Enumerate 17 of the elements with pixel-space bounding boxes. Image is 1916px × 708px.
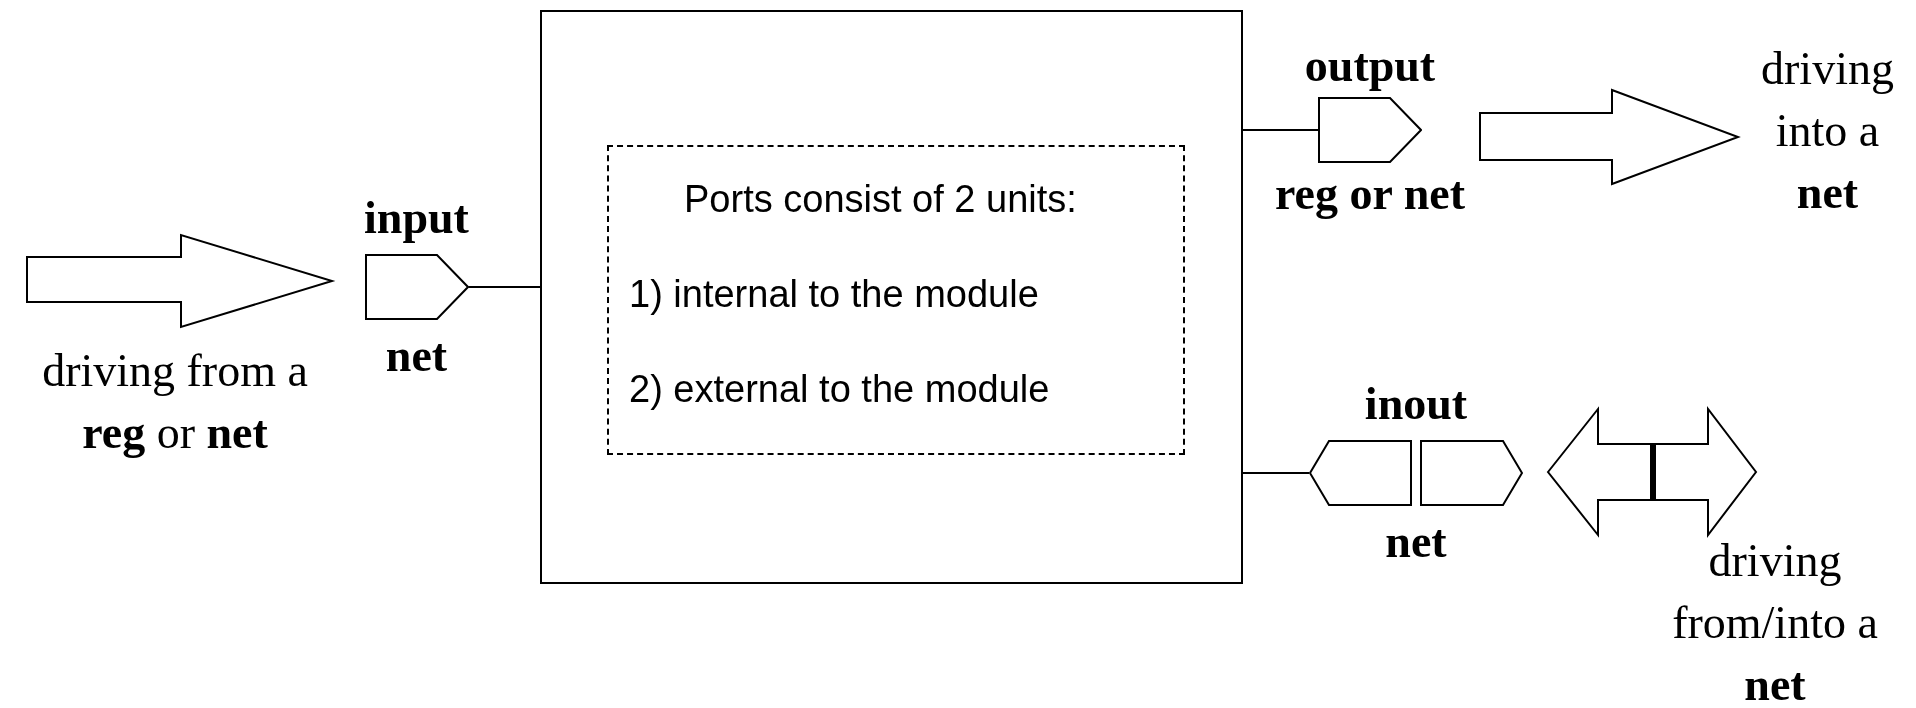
connector-line [1242,129,1319,131]
port-keyword: inout [1364,378,1468,430]
note-text: Ports consist of 2 units: [684,177,1077,221]
port-keyword: input [364,192,469,244]
port-type: reg or net [1275,168,1465,220]
caption-text: driving into a net [1760,42,1895,220]
note-text: 2) external to the module [629,367,1050,411]
connector-line [467,286,541,288]
port-keyword: output [1304,40,1436,92]
note-box [607,145,1185,455]
caption-text: driving from a reg or net [41,344,309,460]
port-type: net [1385,516,1447,568]
port-type: net [385,330,448,382]
caption-text: driving from/into a net [1671,534,1879,708]
connector-line [1242,472,1310,474]
note-text: 1) internal to the module [629,272,1039,316]
module-box [540,10,1243,584]
